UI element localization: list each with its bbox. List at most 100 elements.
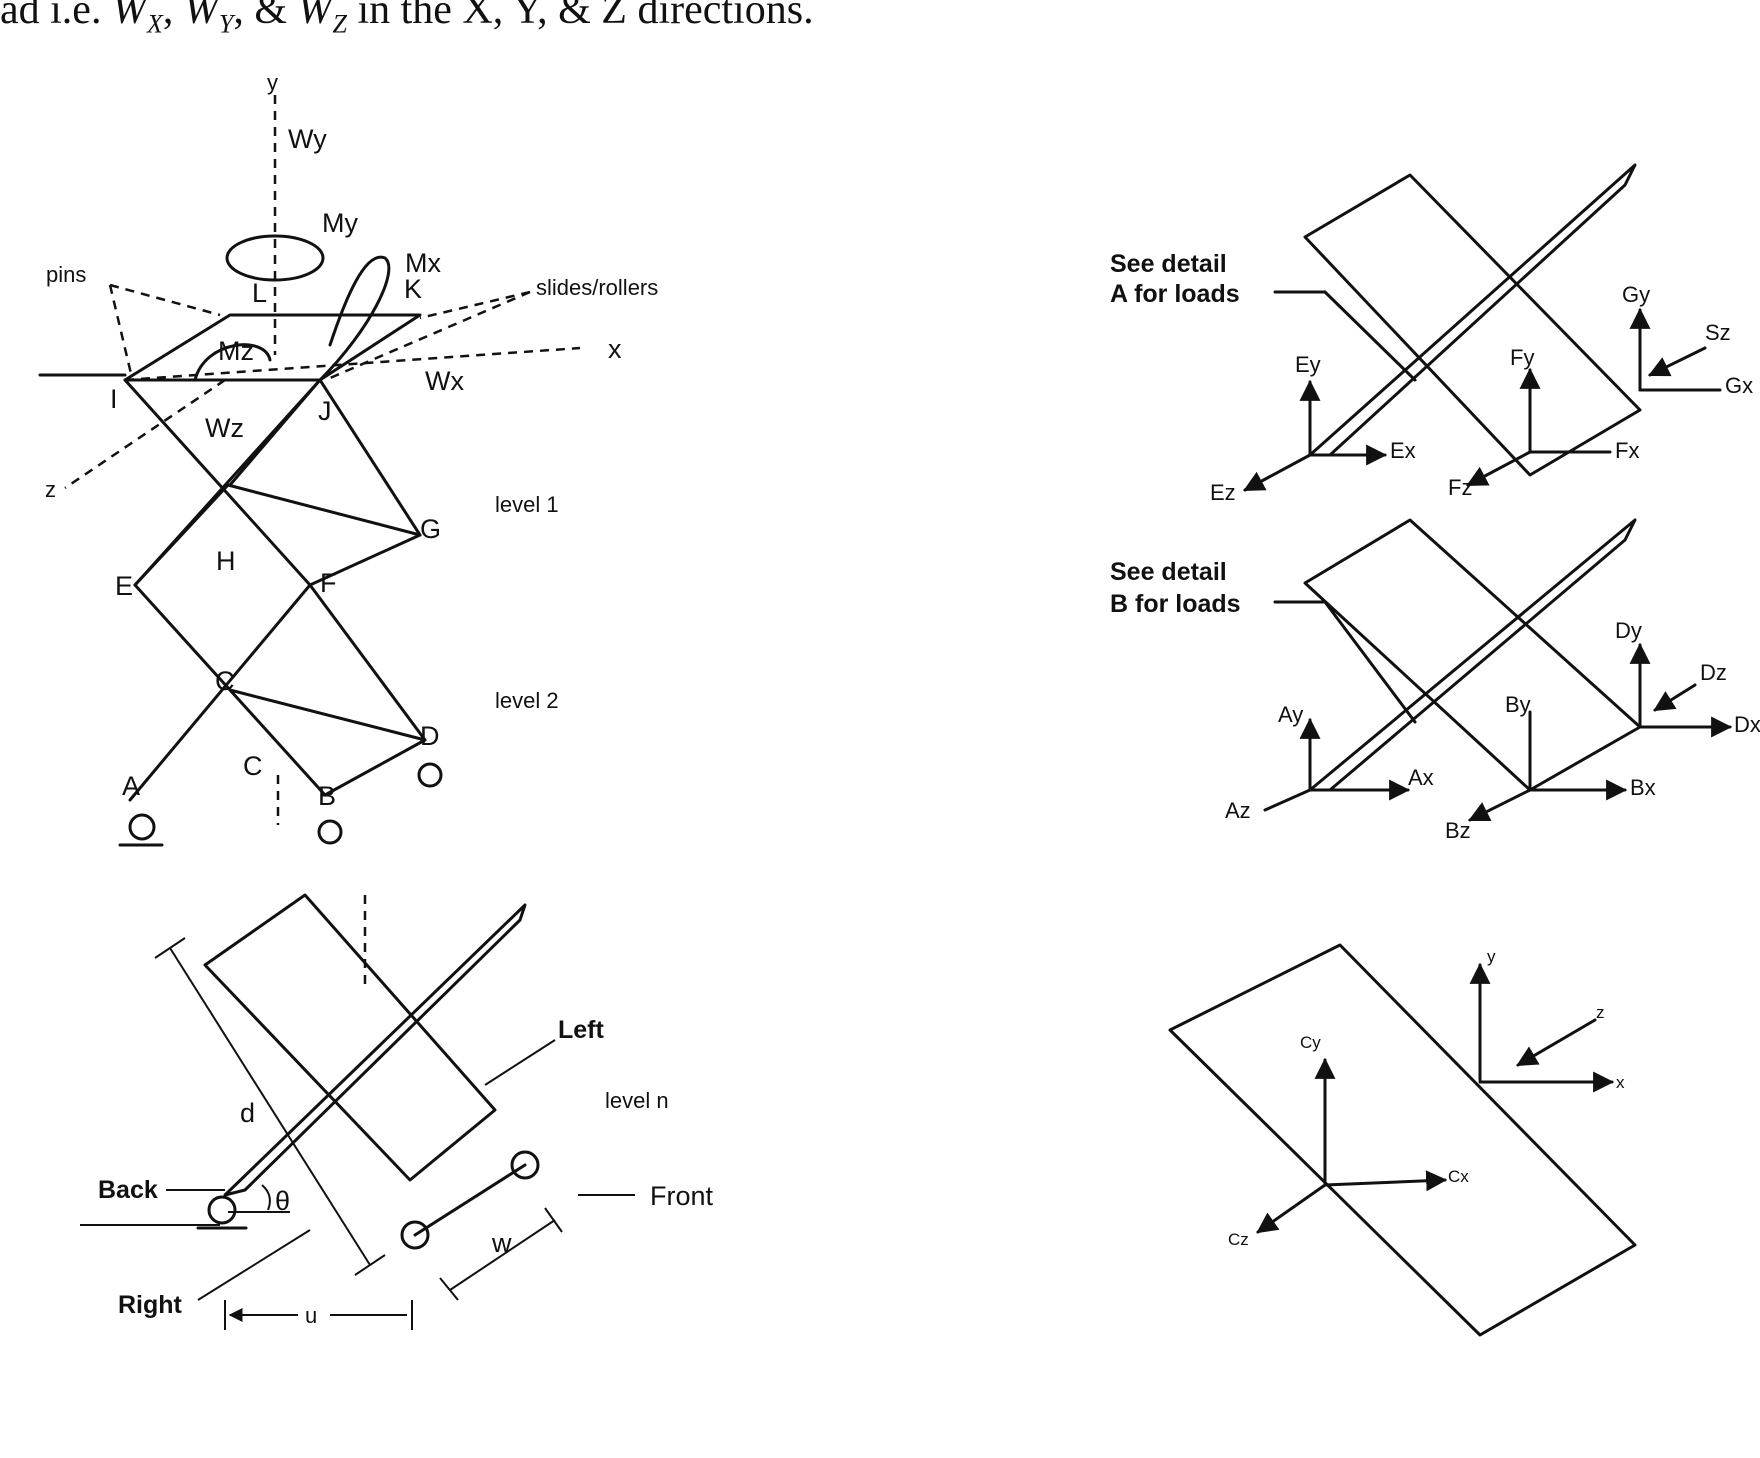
caption-sep1: , <box>162 0 184 33</box>
Ex-label: Ex <box>1390 438 1416 463</box>
roller-D <box>417 762 443 788</box>
level-n-right-arm <box>203 893 497 1182</box>
joint-C-lower: C <box>243 751 263 781</box>
joint-K: K <box>404 274 422 304</box>
dimension-d-tick-top <box>154 937 186 959</box>
x-axis-label: x <box>608 334 622 364</box>
wy-label: Wy <box>288 124 327 154</box>
level1-label: level 1 <box>495 492 559 517</box>
joint-D: D <box>420 721 440 751</box>
joint-J: J <box>318 396 332 426</box>
single-arm-plate <box>1168 943 1637 1337</box>
level-n-label: level n <box>605 1088 669 1113</box>
slides-pointer-front <box>329 290 531 380</box>
Sz-arrow <box>1648 346 1707 377</box>
y-axis-label: y <box>267 70 278 95</box>
front-base-link <box>413 1163 527 1237</box>
Cz-label: Cz <box>1228 1230 1249 1249</box>
Az-label: Az <box>1225 798 1251 823</box>
level2-arms <box>128 583 427 802</box>
front-label: Front <box>650 1181 714 1211</box>
Dz-arrow <box>1653 683 1697 712</box>
w-label: w <box>491 1228 512 1258</box>
joint-I: I <box>110 384 118 414</box>
z-reaction-label: z <box>1596 1003 1605 1022</box>
top-platform <box>123 313 422 382</box>
slides-pointer-top <box>419 290 531 320</box>
detail-A-arm-1 <box>1303 173 1642 477</box>
x-axis <box>124 346 581 382</box>
Ez-arrow <box>1243 453 1312 492</box>
Bz-label: Bz <box>1445 818 1471 843</box>
level2-label: level 2 <box>495 688 559 713</box>
caption-prefix: ad i.e. <box>0 0 112 33</box>
figure-caption: ad i.e. WX, WY, & WZ in the X, Y, & Z di… <box>0 0 1760 39</box>
mz-moment-arrow <box>193 343 272 382</box>
Fz-label: Fz <box>1448 475 1472 500</box>
joint-F: F <box>320 568 337 598</box>
theta-label: θ <box>275 1186 290 1216</box>
detail-A-diagram: See detail A for loads Ey Ex Ez Fy Fx Fz… <box>1110 163 1753 505</box>
back-label: Back <box>98 1176 158 1204</box>
joint-L: L <box>252 278 267 308</box>
detail-A-note-line2: A for loads <box>1110 280 1240 308</box>
detail-A-note-line1: See detail <box>1110 250 1227 278</box>
level-n-left-arm <box>223 903 527 1197</box>
Cy-label: Cy <box>1300 1033 1321 1052</box>
single-arm-diagram: Cy Cx Cz y z x <box>1168 943 1637 1337</box>
left-pointer <box>484 1039 556 1086</box>
mx-label: Mx <box>405 248 441 278</box>
detail-B-diagram: See detail B for loads Ay Ax Az By Bx Bz… <box>1110 518 1760 843</box>
pins-pointer-top <box>109 283 221 317</box>
level1-arms <box>123 378 422 587</box>
level-n-diagram: d Left level n Back θ Front w Right <box>80 893 714 1330</box>
Bz-arrow <box>1468 788 1532 822</box>
Dz-label: Dz <box>1700 660 1727 685</box>
Az-arrow <box>1263 788 1312 812</box>
Ax-label: Ax <box>1408 765 1434 790</box>
dimension-d-tick-bottom <box>354 1254 386 1276</box>
Cz-arrow <box>1256 1183 1327 1234</box>
Ez-label: Ez <box>1210 480 1236 505</box>
slides-rollers-label: slides/rollers <box>536 275 658 300</box>
roller-B <box>317 819 343 845</box>
caption-wz: WZ <box>297 0 347 39</box>
pins-label: pins <box>46 262 86 287</box>
caption-wx: WX <box>111 0 163 39</box>
Fy-label: Fy <box>1510 345 1534 370</box>
joint-A: A <box>122 771 140 801</box>
Cx-label: Cx <box>1448 1167 1469 1186</box>
caption-wy: WY <box>183 0 234 39</box>
joint-C-upper: C <box>215 666 235 696</box>
pin-support-A <box>128 813 156 841</box>
roller-front-bottom <box>400 1220 430 1250</box>
x-reaction-label: x <box>1616 1073 1625 1092</box>
z-axis <box>64 378 226 490</box>
my-label: My <box>322 208 358 238</box>
pins-pointer-left <box>108 284 134 379</box>
Gx-label: Gx <box>1725 373 1753 398</box>
joint-G: G <box>420 514 441 544</box>
Cx-arrow <box>1323 1170 1448 1192</box>
left-label: Left <box>558 1016 605 1044</box>
detail-A-arm-2 <box>1308 163 1637 457</box>
level1-back-arm <box>318 378 422 537</box>
y-reaction-label: y <box>1487 947 1496 966</box>
level2-base-link <box>323 738 427 797</box>
joint-E: E <box>115 571 133 601</box>
Fx-label: Fx <box>1615 438 1639 463</box>
By-label: By <box>1505 692 1531 717</box>
Gy-label: Gy <box>1622 282 1650 307</box>
dimension-d-line <box>169 947 371 1266</box>
Dy-label: Dy <box>1615 618 1642 643</box>
roller-front-top <box>510 1150 540 1180</box>
scissor-lift-diagram: y Wy My L K I J Mx Mz x Wx z Wz pins sli… <box>38 70 658 847</box>
detail-B-arm-2 <box>1308 518 1637 792</box>
right-pointer <box>197 1229 311 1301</box>
z-axis-label: z <box>45 477 56 502</box>
theta-arc <box>261 1184 271 1211</box>
mz-label: Mz <box>218 336 254 366</box>
detail-A-note-leader <box>1323 290 1417 382</box>
dimension-w-line <box>449 1219 556 1291</box>
